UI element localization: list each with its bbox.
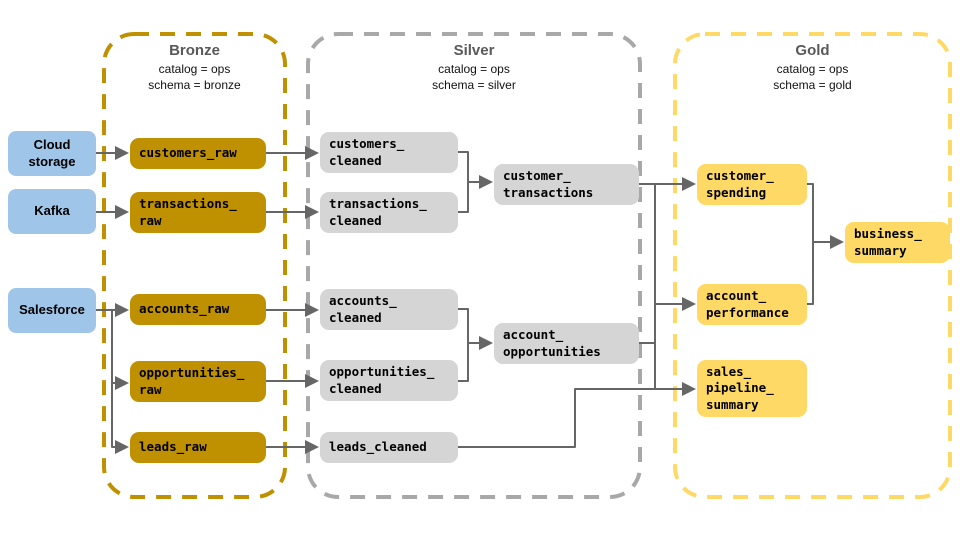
table-transactions-cleaned: transactions_ cleaned: [320, 192, 458, 233]
table-customers-raw: customers_raw: [130, 138, 266, 169]
table-sales-pipeline-summary: sales_ pipeline_ summary: [697, 360, 807, 417]
edge-salesforce-leadsraw: [111, 383, 129, 454]
table-accounts-cleaned: accounts_ cleaned: [320, 289, 458, 330]
merge-customers-transactions: [458, 151, 469, 213]
gold-zone-catalog: catalog = ops: [776, 61, 849, 76]
table-account-opportunities: account_ opportunities: [494, 323, 639, 364]
source-cloud-storage: Cloud storage: [8, 131, 96, 176]
merge-spending-performance: [807, 183, 814, 305]
table-customers-cleaned: customers_ cleaned: [320, 132, 458, 173]
gold-zone-border: [673, 32, 952, 499]
silver-zone-schema: schema = silver: [432, 77, 516, 92]
table-customer-transactions: customer_ transactions: [494, 164, 639, 205]
table-opportunities-raw: opportunities_ raw: [130, 361, 266, 402]
bronze-zone-catalog: catalog = ops: [158, 61, 231, 76]
table-leads-cleaned: leads_cleaned: [320, 432, 458, 463]
silver-zone-header: Silver catalog = ops schema = silver: [308, 42, 640, 93]
edge-leadscleaned-bus: [458, 388, 655, 448]
silver-zone-title: Silver: [453, 42, 495, 59]
table-leads-raw: leads_raw: [130, 432, 266, 463]
table-account-performance: account_ performance: [697, 284, 807, 325]
bronze-zone-title: Bronze: [169, 42, 220, 59]
edge-salesforce-opportunitiesraw: [111, 310, 129, 390]
gold-zone-header: Gold catalog = ops schema = gold: [675, 42, 950, 93]
table-business-summary: business_ summary: [845, 222, 950, 263]
table-opportunities-cleaned: opportunities_ cleaned: [320, 360, 458, 401]
bronze-zone-header: Bronze catalog = ops schema = bronze: [104, 42, 285, 93]
table-transactions-raw: transactions_ raw: [130, 192, 266, 233]
table-accounts-raw: accounts_raw: [130, 294, 266, 325]
source-kafka: Kafka: [8, 189, 96, 234]
silver-zone-border: [306, 32, 642, 499]
bronze-zone-border: [102, 32, 287, 499]
gold-zone-schema: schema = gold: [773, 77, 852, 92]
gold-zone-title: Gold: [795, 42, 830, 59]
source-salesforce: Salesforce: [8, 288, 96, 333]
merge-accounts-opportunities: [458, 308, 469, 382]
silver-zone-catalog: catalog = ops: [438, 61, 510, 76]
table-customer-spending: customer_ spending: [697, 164, 807, 205]
bronze-zone-schema: schema = bronze: [148, 77, 241, 92]
